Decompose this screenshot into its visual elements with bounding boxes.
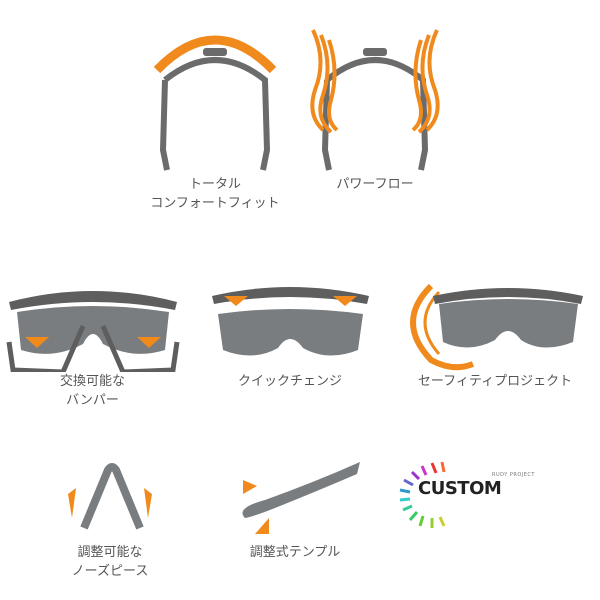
feature-label: パワーフロー [336, 177, 414, 192]
feature-safety-project: セーフィティプロジェクト [400, 282, 590, 391]
adjustable-temple-icon [242, 462, 360, 534]
adjustable-nosepiece-icon [68, 463, 152, 530]
total-comfort-fit-icon [153, 35, 277, 171]
custom-logo-swirl [399, 461, 446, 528]
logo-name: CUSTOM [418, 478, 502, 499]
feature-label: 交換可能な [59, 374, 125, 389]
feature-label: 調整式テンプル [249, 545, 341, 560]
logo-brand: RUDY PROJECT [492, 472, 535, 478]
feature-adjustable-nosepiece: 調整可能な ノーズピース [40, 462, 180, 581]
quick-change-icon [211, 287, 369, 356]
feature-label: バンパー [66, 393, 119, 408]
feature-label: コンフォートフィット [150, 196, 280, 211]
feature-label: クイックチェンジ [237, 374, 342, 389]
feature-label: ノーズピース [71, 564, 149, 579]
feature-adjustable-temple: 調整式テンプル [220, 462, 370, 562]
feature-quick-change: クイックチェンジ [205, 282, 375, 391]
feature-label: セーフィティプロジェクト [417, 374, 573, 389]
feature-label: トータル [188, 177, 241, 192]
feature-total-comfort-fit: トータル コンフォートフィット [135, 20, 295, 213]
feature-interchangeable-bumper: 交換可能な バンパー [0, 282, 185, 410]
feature-power-flow: パワーフロー [305, 20, 445, 194]
custom-logo: RUDY PROJECT CUSTOM [392, 458, 542, 533]
feature-label: 調整可能な [77, 545, 143, 560]
interchangeable-bumper-icon [6, 291, 179, 372]
safety-project-icon [409, 283, 583, 371]
power-flow-icon [310, 29, 440, 171]
